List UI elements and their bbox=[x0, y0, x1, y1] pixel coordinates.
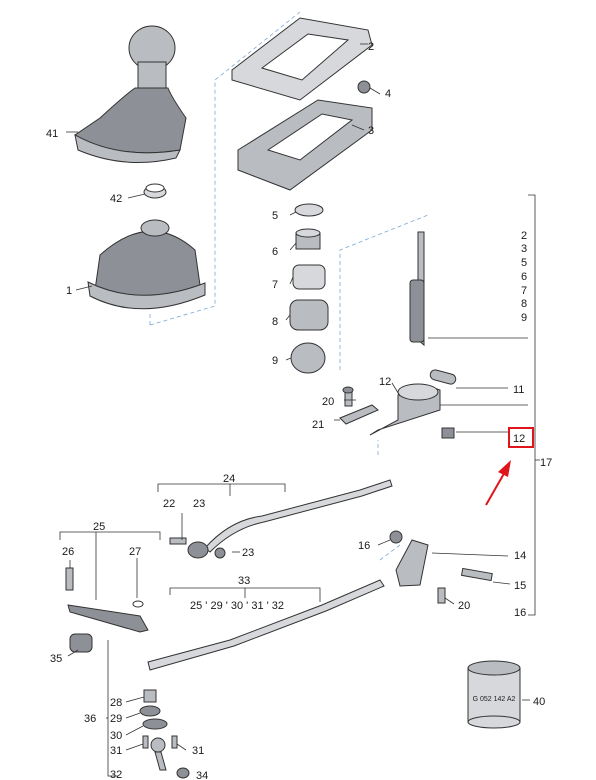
part-8-sleeve[interactable] bbox=[289, 299, 329, 331]
callout-3: 3 bbox=[368, 125, 374, 137]
part-32-ball-joint[interactable] bbox=[150, 737, 167, 771]
part-2-gasket-plate[interactable] bbox=[231, 17, 373, 101]
part-7-spring[interactable] bbox=[292, 264, 326, 290]
callout-12-upper: 12 bbox=[379, 376, 391, 388]
callout-11: 11 bbox=[513, 384, 524, 396]
callout-35: 35 bbox=[50, 653, 62, 665]
callout-25: 25 bbox=[93, 521, 105, 533]
callout-8: 8 bbox=[272, 316, 278, 328]
callout-26: 26 bbox=[62, 546, 74, 558]
highlight-box bbox=[508, 427, 534, 448]
part-41-gear-knob-boot[interactable] bbox=[74, 25, 187, 163]
list-9: 9 bbox=[521, 312, 527, 324]
part-12-clip-lower[interactable] bbox=[441, 427, 455, 439]
assembly-outline-upper bbox=[149, 11, 301, 326]
part-30-ring[interactable] bbox=[142, 718, 168, 730]
part-31-pins[interactable] bbox=[142, 735, 178, 749]
callout-36: 36 bbox=[84, 713, 96, 725]
part-27-clip[interactable] bbox=[132, 600, 144, 608]
list-3: 3 bbox=[521, 243, 527, 255]
callout-15: 15 bbox=[514, 580, 526, 592]
part-26-screw[interactable] bbox=[65, 567, 74, 591]
callout-4: 4 bbox=[385, 88, 391, 100]
callout-42: 42 bbox=[110, 193, 122, 205]
callout-34: 34 bbox=[196, 770, 208, 780]
part-20-bolt-upper[interactable] bbox=[342, 386, 354, 407]
part-16-washer-upper[interactable] bbox=[389, 530, 403, 544]
callout-29: 29 bbox=[110, 713, 122, 725]
callout-41: 41 bbox=[46, 128, 58, 140]
callout-40: 40 bbox=[533, 696, 545, 708]
callout-7: 7 bbox=[272, 279, 278, 291]
callout-33: 33 bbox=[238, 575, 250, 587]
callout-30: 30 bbox=[110, 730, 122, 742]
list-7: 7 bbox=[521, 285, 527, 297]
assembly-outline-middle bbox=[339, 214, 429, 561]
callout-23-lower: 23 bbox=[242, 547, 254, 559]
part-14-lever[interactable] bbox=[395, 539, 429, 587]
callout-labels: 2 4 3 41 42 5 6 7 8 9 1 2 3 5 6 7 8 9 12… bbox=[46, 41, 552, 780]
callout-6: 6 bbox=[272, 246, 278, 258]
callout-1: 1 bbox=[66, 285, 72, 297]
callout-31-right: 31 bbox=[192, 745, 204, 757]
callout-5: 5 bbox=[272, 210, 278, 222]
part-21-plate[interactable] bbox=[339, 404, 379, 425]
callout-16-lower: 16 bbox=[514, 607, 526, 619]
part-23-washer[interactable] bbox=[214, 547, 226, 559]
part-24-selector-rod[interactable] bbox=[204, 479, 393, 553]
part-40-sealant-tin[interactable]: G 052 142 A2 bbox=[467, 660, 521, 729]
callout-12-highlighted: 12 bbox=[513, 433, 525, 445]
callout-33-group: 25 ' 29 ' 30 ' 31 ' 32 bbox=[190, 600, 284, 612]
part-29-washer[interactable] bbox=[139, 705, 161, 717]
part-34-nut[interactable] bbox=[176, 767, 190, 779]
part-3-frame-plate[interactable] bbox=[237, 99, 373, 191]
part-5-clip[interactable] bbox=[294, 203, 324, 217]
part-22-bolt[interactable] bbox=[169, 537, 187, 545]
part-23-bush[interactable] bbox=[187, 541, 209, 559]
callout-22: 22 bbox=[163, 498, 175, 510]
part-15-bolt[interactable] bbox=[460, 567, 493, 582]
part-9-ball[interactable] bbox=[290, 342, 326, 374]
callout-23-upper: 23 bbox=[193, 498, 205, 510]
callout-21: 21 bbox=[312, 419, 324, 431]
part-17-shift-lever[interactable] bbox=[409, 231, 425, 347]
list-8: 8 bbox=[521, 298, 527, 310]
part-42-ring[interactable] bbox=[143, 183, 167, 199]
part-4-nut[interactable] bbox=[357, 80, 371, 94]
callout-9: 9 bbox=[272, 355, 278, 367]
part-11-pin[interactable] bbox=[429, 369, 457, 385]
list-2: 2 bbox=[521, 230, 527, 242]
callout-28: 28 bbox=[110, 697, 122, 709]
list-6: 6 bbox=[521, 271, 527, 283]
part-35-bush[interactable] bbox=[69, 633, 93, 653]
leader-lines bbox=[59, 43, 540, 777]
red-arrow-icon bbox=[485, 460, 511, 506]
part-17-housing[interactable] bbox=[369, 383, 441, 436]
callout-20-upper: 20 bbox=[322, 396, 334, 408]
callout-32: 32 bbox=[110, 769, 122, 780]
callout-20-lower: 20 bbox=[458, 600, 470, 612]
part-6-bush[interactable] bbox=[295, 228, 321, 250]
callout-2: 2 bbox=[368, 41, 374, 53]
part-20-bolt-lower[interactable] bbox=[437, 587, 446, 604]
callout-31-left: 31 bbox=[110, 745, 122, 757]
callout-27: 27 bbox=[129, 546, 141, 558]
callout-14: 14 bbox=[514, 550, 526, 562]
part-1-boot-base[interactable] bbox=[87, 219, 206, 310]
callout-24: 24 bbox=[223, 473, 235, 485]
callout-16-upper: 16 bbox=[358, 540, 370, 552]
sealant-label: G 052 142 A2 bbox=[473, 696, 516, 703]
part-33-gear-rod[interactable] bbox=[147, 579, 385, 671]
list-5: 5 bbox=[521, 257, 527, 269]
part-28-cap[interactable] bbox=[143, 689, 157, 703]
callout-17: 17 bbox=[540, 457, 552, 469]
part-25-link[interactable] bbox=[67, 604, 149, 633]
